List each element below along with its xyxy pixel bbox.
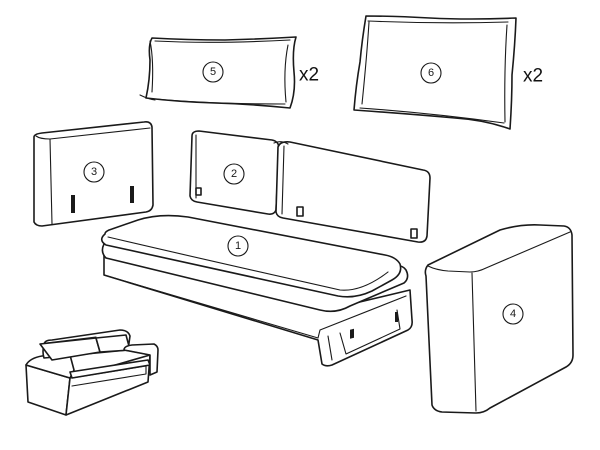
small-pillow-quantity: x2 [299, 65, 319, 86]
base-slot [395, 312, 398, 322]
callout-label-2: 2 [231, 168, 237, 180]
callout-circle-1 [227, 235, 249, 257]
callout-label-3: 3 [91, 166, 97, 178]
armrest-slot-right [130, 186, 134, 203]
callout-circle-4 [502, 303, 524, 325]
back-panel-bracket [195, 187, 202, 196]
callout-label-1: 1 [235, 240, 241, 252]
callout-label-6: 6 [428, 67, 434, 79]
back-panel-bracket [296, 206, 304, 217]
callout-1: 1 [227, 235, 249, 257]
callout-circle-6 [420, 62, 442, 84]
callout-circle-3 [83, 161, 105, 183]
base-slot [350, 328, 354, 339]
callout-label-4: 4 [510, 308, 516, 320]
armrest-slot-left [71, 195, 75, 213]
back-panel-part [189, 130, 431, 243]
callout-6: 6 [420, 62, 442, 84]
assembled-sofa-thumbnail [25, 329, 159, 416]
right-armrest-part [424, 224, 574, 414]
callout-3: 3 [83, 161, 105, 183]
callout-circle-5 [202, 61, 224, 83]
back-panel-bracket [410, 228, 418, 239]
callout-circle-2 [223, 163, 245, 185]
callout-5: 5 [202, 61, 224, 83]
callout-label-5: 5 [210, 66, 216, 78]
callout-4: 4 [502, 303, 524, 325]
callout-2: 2 [223, 163, 245, 185]
large-pillow-quantity: x2 [523, 66, 543, 87]
seat-cushion-part [100, 214, 413, 367]
